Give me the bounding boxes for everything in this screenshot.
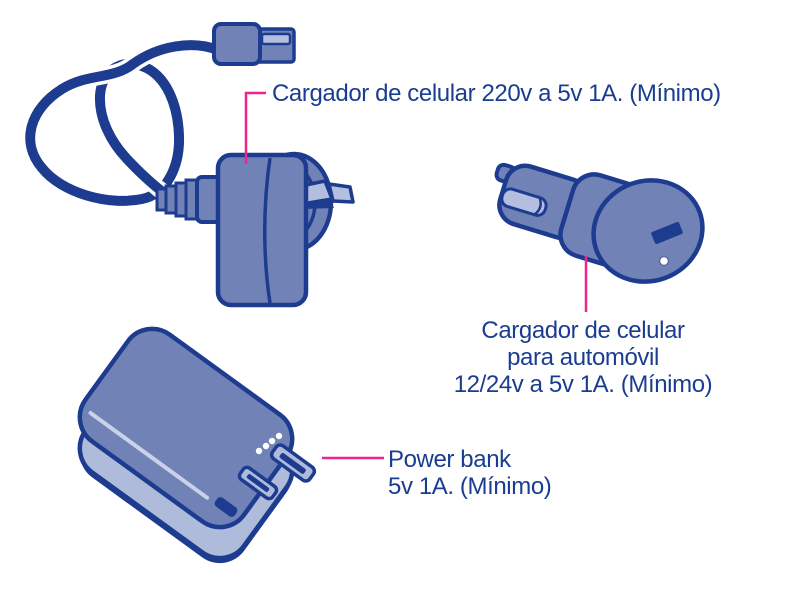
car-charger-label: Cargador de celular para automóvil 12/24… [433, 317, 733, 398]
car-charger-label-line2: para automóvil [507, 344, 659, 371]
power-bank-label-line1: Power bank [388, 446, 511, 473]
power-bank-label: Power bank 5v 1A. (Mínimo) [388, 446, 552, 500]
wall-charger-illustration [25, 22, 355, 308]
powerbank-highlight [88, 411, 210, 500]
leader-line-wall-charger [244, 91, 266, 164]
car-led-indicator [658, 255, 670, 267]
usb-port-2 [237, 465, 279, 501]
usb-port-1 [269, 443, 317, 483]
car-charger-label-line1: Cargador de celular [481, 317, 685, 344]
micro-usb-port [214, 497, 238, 517]
power-bank-label-line2: 5v 1A. (Mínimo) [388, 473, 552, 500]
car-charger-contact [500, 187, 548, 217]
car-usb-port [651, 221, 683, 245]
usb-connector [212, 22, 296, 66]
charger-body [215, 152, 309, 308]
car-charger-illustration [494, 162, 705, 284]
led-indicators [255, 432, 283, 455]
car-charger-label-line3: 12/24v a 5v 1A. (Mínimo) [453, 371, 713, 398]
wall-charger-label: Cargador de celular 220v a 5v 1A. (Mínim… [272, 80, 721, 107]
usb-cable [25, 36, 223, 206]
car-charger-face [591, 178, 705, 284]
power-bank-illustration [77, 326, 317, 564]
